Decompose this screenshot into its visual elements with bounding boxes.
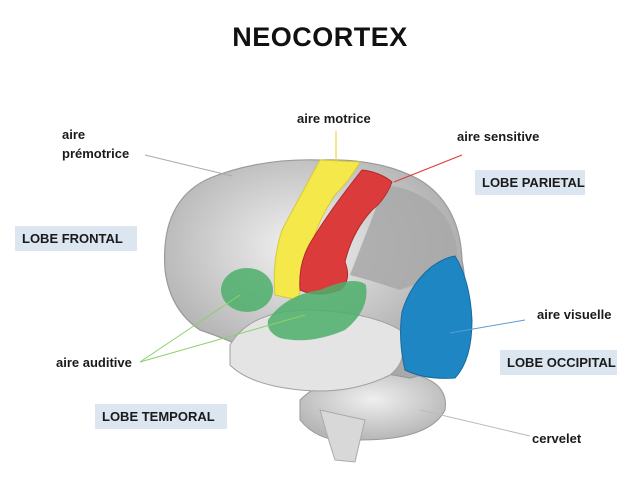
label-aire-auditive: aire auditive: [56, 355, 132, 370]
label-aire-motrice: aire motrice: [297, 111, 371, 126]
parietal-region: [350, 185, 458, 290]
diagram-title: NEOCORTEX: [232, 22, 408, 52]
label-aire-premotrice-line2: prémotrice: [62, 146, 130, 161]
visual-area: [400, 255, 473, 379]
lobe-parietal-box: LOBE PARIETAL: [475, 170, 585, 195]
label-aire-premotrice-line1: aire: [62, 127, 86, 142]
lobe-temporal-box: LOBE TEMPORAL: [95, 404, 227, 429]
label-aire-sensitive: aire sensitive: [457, 129, 540, 144]
lobe-frontal-box: LOBE FRONTAL: [15, 226, 137, 251]
label-cervelet: cervelet: [532, 431, 582, 446]
auditory-area-1: [221, 268, 273, 312]
label-aire-visuelle: aire visuelle: [537, 307, 612, 322]
brainstem: [319, 409, 366, 463]
sensory-area: [299, 169, 393, 295]
lobe-occipital-box: LOBE OCCIPITAL: [500, 350, 617, 375]
auditory-area-2: [267, 281, 367, 341]
